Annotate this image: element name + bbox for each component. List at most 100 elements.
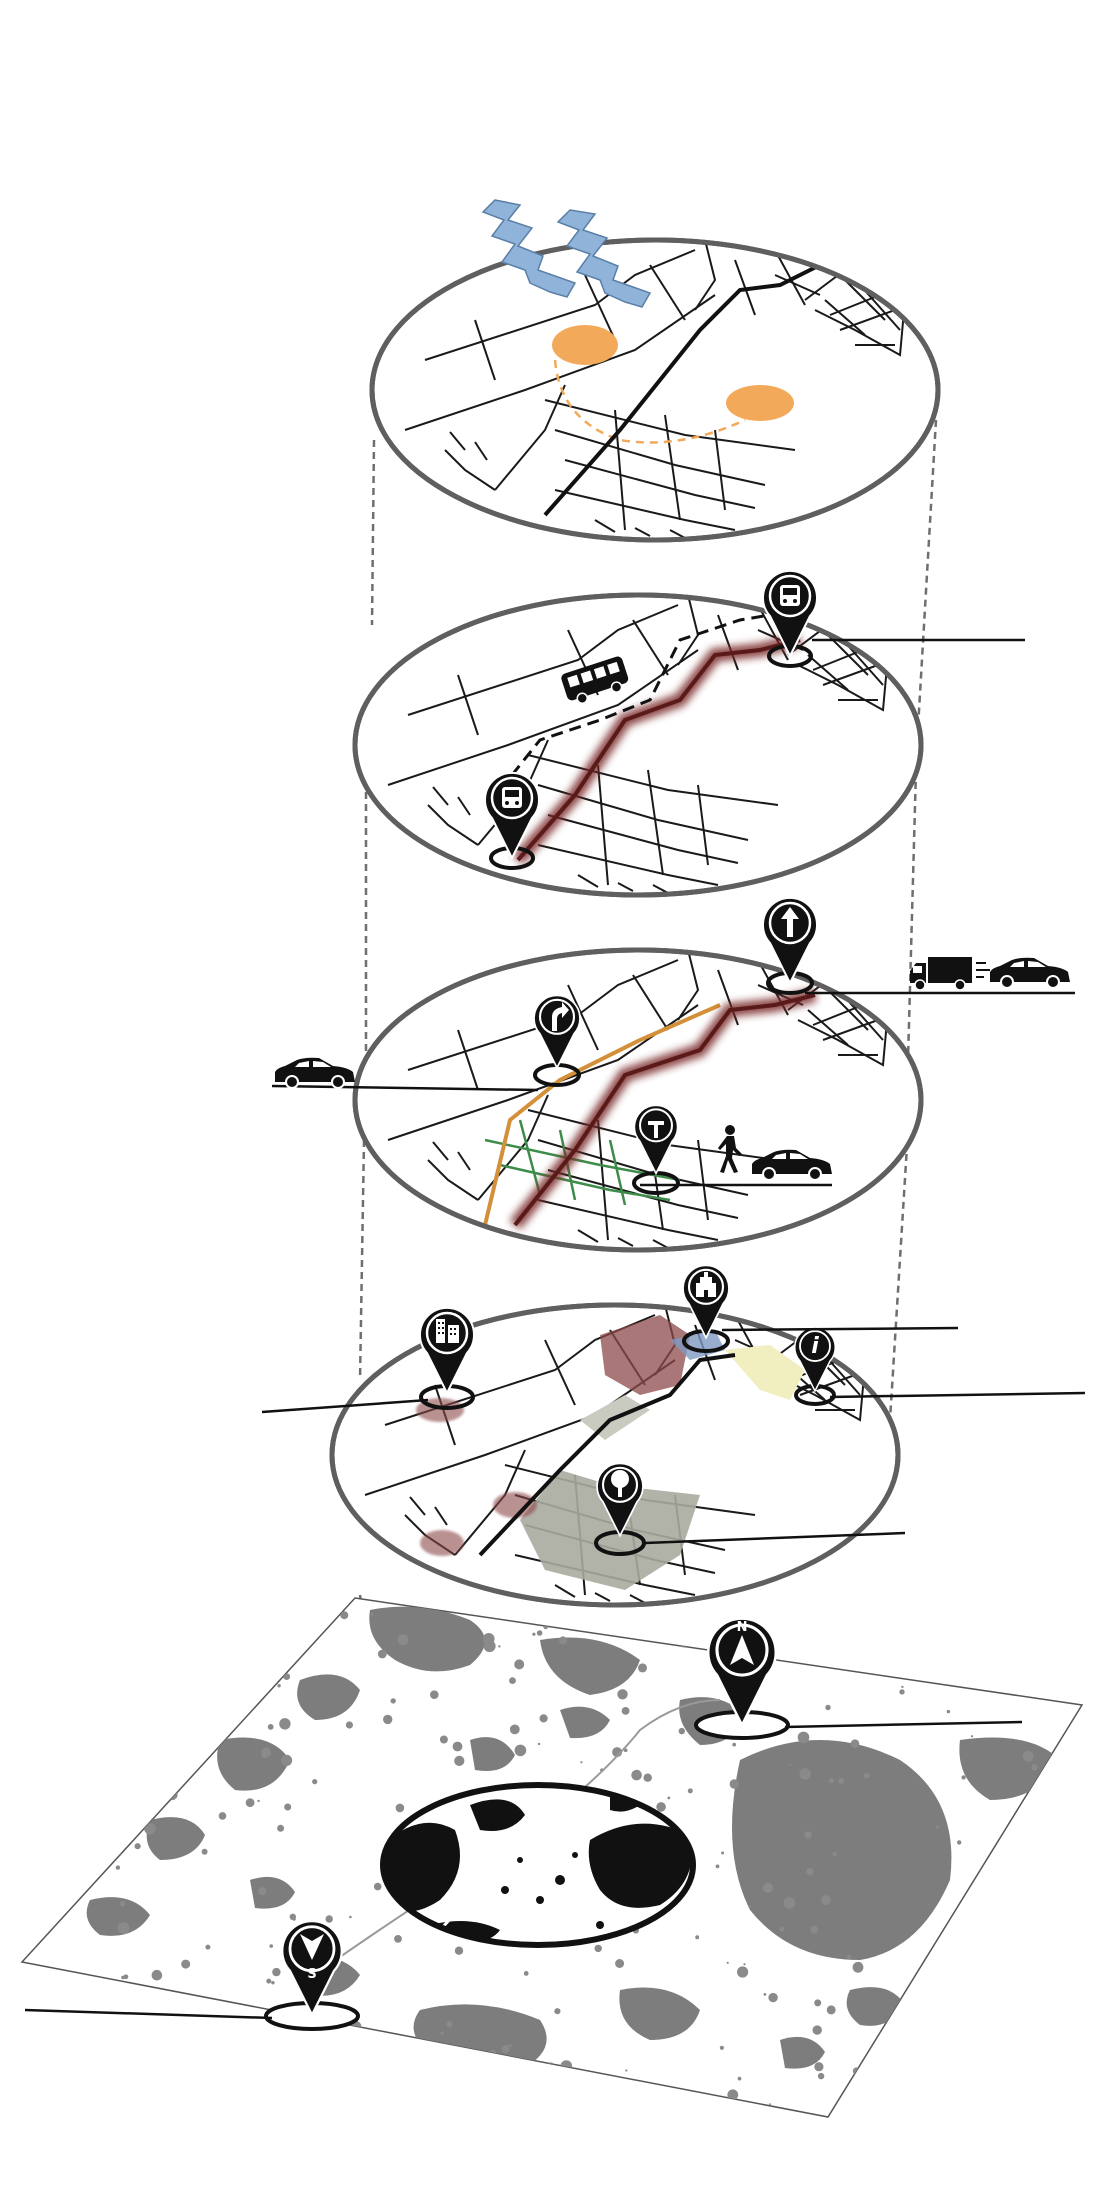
south-leader-line	[24, 2008, 273, 2020]
map-speckle	[383, 1714, 393, 1725]
map-speckle	[446, 2021, 453, 2028]
map-speckle	[554, 2008, 561, 2015]
info-pin-label: i	[811, 1334, 819, 1359]
map-speckle	[523, 1971, 529, 1976]
map-speckle	[44, 1763, 51, 1770]
map-speckle	[482, 1633, 495, 1645]
map-speckle	[743, 1963, 746, 1966]
building-pin-icon	[418, 1306, 476, 1410]
map-speckle	[283, 1673, 291, 1680]
map-speckle	[26, 1811, 34, 1819]
map-speckle	[452, 1741, 463, 1752]
map-speckle	[345, 1721, 353, 1729]
map-speckle	[50, 1874, 56, 1879]
map-speckle	[502, 2092, 514, 2104]
map-speckle	[799, 1768, 811, 1780]
map-speckle	[267, 1724, 274, 1730]
map-speckle	[912, 2011, 923, 2022]
map-speckle	[515, 2080, 525, 2091]
map-speckle	[123, 1974, 129, 1980]
map-speckle	[732, 1742, 737, 1747]
map-speckle	[156, 1764, 164, 1772]
map-speckle	[281, 1754, 293, 1766]
map-speckle	[509, 1677, 516, 1684]
map-speckle	[1026, 1905, 1030, 1909]
map-speckle	[855, 2108, 859, 2113]
land-use-green-space	[520, 1470, 700, 1590]
map-speckle	[748, 1905, 751, 1908]
land-use-leader-line-west	[261, 1398, 429, 1414]
map-speckle	[277, 1684, 281, 1688]
map-speckle	[145, 1756, 153, 1764]
map-speckle	[979, 1868, 986, 1876]
map-speckle	[159, 1601, 169, 1612]
map-speckle	[261, 1752, 268, 1759]
map-speckle	[159, 2016, 168, 2025]
map-speckle	[144, 1823, 156, 1835]
map-speckle	[145, 2058, 154, 2068]
map-speckle	[1004, 1612, 1015, 1623]
map-speckle	[727, 2089, 739, 2101]
turn-pin-icon	[532, 994, 582, 1087]
focus-lens-detail	[383, 1793, 692, 1945]
map-speckle	[186, 2069, 195, 2078]
map-speckle	[850, 1739, 860, 1748]
map-speckle	[643, 1773, 652, 1782]
map-speckle	[721, 1851, 725, 1855]
south-pin-label: S	[307, 1967, 316, 1982]
public-transit-layer	[352, 569, 1025, 898]
map-speckle	[292, 1917, 296, 1921]
map-speckle	[430, 1690, 439, 1699]
map-speckle	[994, 1647, 999, 1652]
car-icon-east	[989, 956, 1071, 989]
north-leader-line	[784, 1720, 1023, 1729]
map-speckle	[1063, 1840, 1076, 1852]
map-speckle	[395, 1803, 405, 1813]
map-speckle	[22, 2099, 31, 2108]
map-speckle	[116, 1827, 122, 1834]
map-speckle	[1064, 1827, 1070, 1832]
info-pin-icon: i	[793, 1326, 837, 1406]
map-speckle	[1022, 1750, 1034, 1762]
map-speckle	[901, 1685, 904, 1689]
map-speckle	[1046, 2058, 1051, 2063]
map-speckle	[101, 2048, 110, 2057]
map-speckle	[454, 1755, 465, 1766]
map-speckle	[194, 1598, 205, 1607]
pedestrian-icon	[718, 1125, 742, 1173]
tree-pin-icon	[594, 1462, 646, 1556]
land-use-layer: i	[261, 1264, 1086, 1608]
map-speckle	[580, 1761, 583, 1764]
traffic-leader-line-west	[271, 1084, 539, 1092]
map-speckle	[559, 1636, 567, 1645]
map-speckle	[820, 1646, 827, 1652]
map-speckle	[1071, 2032, 1082, 2042]
map-speckle	[984, 1871, 989, 1876]
north-pin-label: N	[737, 1620, 748, 1635]
map-speckle	[797, 1731, 810, 1744]
map-speckle	[631, 1769, 642, 1781]
map-speckle	[846, 1954, 851, 1959]
map-speckle	[312, 1779, 318, 1785]
map-speckle	[981, 1905, 988, 1912]
warm-zone-link	[553, 359, 746, 444]
map-speckle	[623, 1748, 628, 1753]
map-speckle	[769, 2103, 771, 2106]
map-speckle	[715, 1864, 720, 1869]
map-speckle	[514, 1744, 527, 1757]
map-speckle	[996, 1684, 1000, 1689]
map-speckle	[1026, 1598, 1032, 1604]
map-speckle	[269, 1944, 274, 1948]
map-speckle	[73, 1786, 81, 1794]
north-pin-icon: N	[694, 1617, 790, 1740]
map-speckle	[111, 1706, 116, 1711]
map-speckle	[988, 1655, 998, 1665]
map-speckle	[78, 1728, 86, 1736]
map-speckle	[514, 1659, 525, 1670]
map-speckle	[218, 1812, 227, 1820]
map-speckle	[695, 1935, 700, 1940]
map-speckle	[257, 1799, 260, 1803]
t-junction-pin-icon	[632, 1104, 680, 1195]
map-speckle	[1053, 1689, 1057, 1694]
